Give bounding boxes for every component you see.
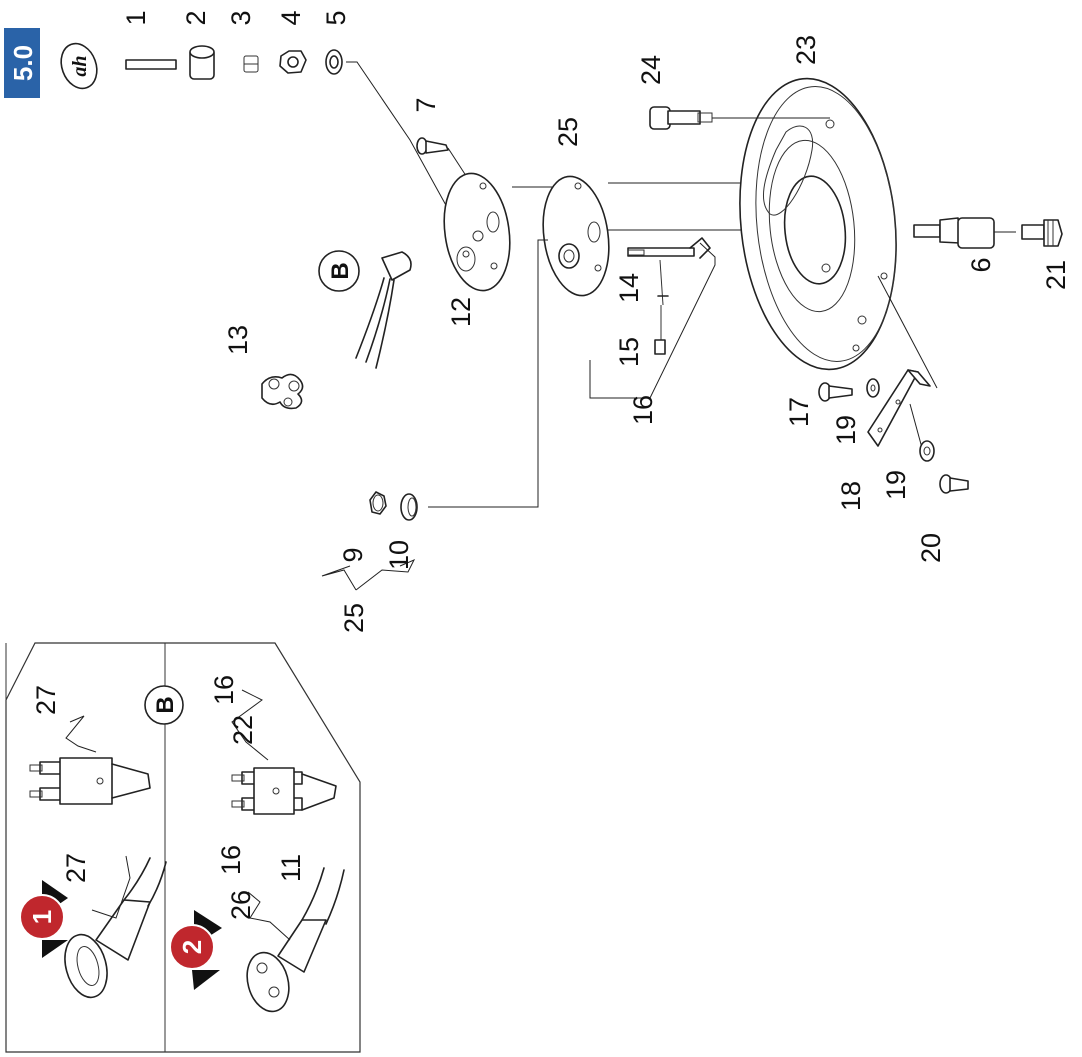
- part-9-ring: [369, 491, 387, 515]
- part-label-21: 21: [1041, 260, 1071, 290]
- part-label-27: 27: [61, 853, 91, 883]
- part-label-15: 15: [614, 337, 644, 367]
- part-4-nut: [279, 50, 307, 74]
- inset-marker-1-text: 1: [27, 910, 57, 924]
- part-label-16: 16: [216, 845, 246, 875]
- part-label-27: 27: [31, 685, 61, 715]
- brand-logo-text: ah: [69, 55, 91, 76]
- inset-panel: B 1: [5, 642, 361, 1053]
- inset-marker-2-text: 2: [177, 940, 207, 954]
- part-label-19: 19: [831, 415, 861, 445]
- part-label-12: 12: [446, 297, 476, 327]
- inset-cap-2: [246, 867, 345, 1013]
- part-2-bush: [189, 45, 215, 80]
- part-17-screw: [818, 382, 853, 402]
- part-label-4: 4: [276, 10, 306, 25]
- callout-B-label: B: [327, 262, 354, 279]
- part-10-disc: [400, 493, 418, 521]
- inset-part-27-electrode: [29, 757, 151, 805]
- part-label-19: 19: [881, 470, 911, 500]
- page-badge-text: 5.0: [8, 45, 38, 81]
- part-label-5: 5: [321, 10, 351, 25]
- part-label-25: 25: [339, 603, 369, 633]
- part-21-connector: [1021, 219, 1063, 247]
- part-label-9: 9: [338, 547, 368, 562]
- part-19-washer-upper: [866, 378, 880, 398]
- inset-part-22-electrode: [231, 767, 337, 815]
- page-badge: 5.0: [4, 28, 40, 98]
- part-5-washer: [325, 49, 343, 75]
- part-label-6: 6: [966, 257, 996, 272]
- part-25-plate: [542, 175, 610, 297]
- inset-B-label: B: [152, 696, 179, 713]
- part-label-18: 18: [836, 481, 866, 511]
- brand-logo: ah: [60, 42, 98, 90]
- part-13-clip: [261, 373, 304, 410]
- part-label-26: 26: [226, 890, 256, 920]
- part-label-2: 2: [181, 10, 211, 25]
- part-label-1: 1: [121, 10, 151, 25]
- part-18-bracket: [867, 369, 931, 447]
- part-label-20: 20: [916, 533, 946, 563]
- part-label-3: 3: [226, 10, 256, 25]
- part-label-24: 24: [636, 55, 666, 85]
- inset-cap-1: [64, 857, 167, 999]
- inset-marker-2: 2: [169, 910, 222, 990]
- part-label-17: 17: [784, 397, 814, 427]
- inset-marker-1: 1: [19, 880, 68, 958]
- part-6-fitting: [913, 217, 995, 249]
- part-label-13: 13: [223, 325, 253, 355]
- part-19-washer-lower: [919, 440, 935, 462]
- part-label-14: 14: [614, 273, 644, 303]
- part-14-electrode: [627, 237, 711, 355]
- part-label-16: 16: [628, 395, 658, 425]
- part-20-screw: [939, 474, 969, 494]
- part-label-10: 10: [384, 540, 414, 570]
- part-B-connector: B: [318, 250, 412, 369]
- part-label-22: 22: [228, 715, 258, 745]
- part-label-16: 16: [209, 675, 239, 705]
- part-label-25: 25: [553, 117, 583, 147]
- part-label-7: 7: [411, 97, 441, 112]
- part-12-plate: [443, 172, 511, 292]
- part-3-nut: [243, 55, 259, 73]
- part-24-bolt: [649, 106, 713, 130]
- part-7-screw: [416, 137, 449, 155]
- part-label-11: 11: [276, 854, 306, 882]
- part-label-23: 23: [791, 35, 821, 65]
- part-1-pin: [125, 59, 177, 70]
- part-23-plate: [739, 77, 897, 371]
